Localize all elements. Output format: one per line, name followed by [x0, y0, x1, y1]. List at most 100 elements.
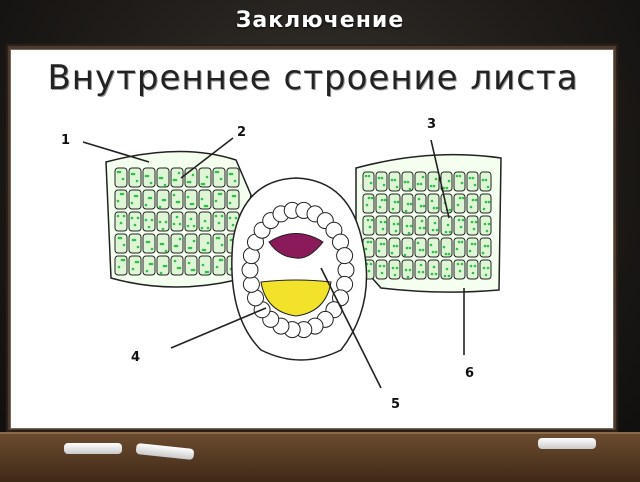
chloroplast	[447, 252, 451, 256]
chloroplast	[172, 222, 176, 226]
chloroplast	[364, 247, 368, 251]
plant-cell	[375, 171, 388, 192]
chloroplast	[116, 214, 120, 218]
plant-cell	[375, 193, 388, 214]
chloroplast	[172, 178, 176, 182]
chloroplast	[396, 200, 400, 204]
chloroplast	[421, 248, 425, 252]
chloroplast	[175, 215, 179, 219]
chloroplast	[191, 202, 195, 206]
chloroplast	[419, 204, 423, 208]
plant-cell	[375, 237, 388, 258]
label-4: 4	[131, 350, 140, 365]
chloroplast	[163, 183, 167, 187]
chloroplast	[135, 179, 139, 183]
chloroplast	[406, 275, 410, 279]
chloroplast	[118, 170, 122, 174]
chloroplast	[394, 229, 398, 233]
chloroplast	[136, 216, 140, 220]
chloroplast	[133, 223, 137, 227]
chloroplast	[234, 216, 238, 220]
plant-cell	[156, 211, 170, 232]
plant-cell	[440, 237, 453, 258]
chloroplast	[365, 203, 369, 207]
chloroplast	[471, 271, 475, 275]
chloroplast	[144, 218, 148, 222]
chloroplast	[145, 240, 149, 244]
chloroplast	[429, 184, 433, 188]
chloroplast	[186, 195, 190, 199]
chloroplast	[201, 263, 205, 267]
plant-cell	[388, 171, 401, 192]
chloroplast	[392, 222, 396, 226]
chloroplast	[175, 244, 179, 248]
chloroplast	[220, 214, 224, 218]
chloroplast	[456, 262, 460, 266]
plant-cell	[479, 171, 492, 192]
slide-title: Заключение	[235, 8, 405, 33]
chloroplast	[130, 216, 134, 220]
chloroplast	[470, 242, 474, 246]
chloroplast	[219, 192, 223, 196]
chloroplast	[200, 197, 204, 201]
plant-cell	[414, 237, 427, 258]
label-6: 6	[465, 366, 474, 381]
chloroplast	[173, 244, 177, 248]
chloroplast	[147, 240, 151, 244]
chloroplast	[434, 177, 438, 181]
chloroplast	[470, 220, 474, 224]
chloroplast	[369, 181, 373, 185]
chloroplast	[447, 179, 451, 183]
chloroplast	[448, 230, 452, 234]
chloroplast	[161, 227, 165, 231]
plant-cell	[114, 255, 128, 276]
chloroplast	[158, 220, 162, 224]
chloroplast	[200, 182, 204, 186]
plant-cell	[453, 259, 466, 280]
chloroplast	[422, 204, 426, 208]
plant-cell	[128, 189, 142, 210]
plant-cell	[114, 211, 128, 232]
chloroplast	[367, 174, 371, 178]
plant-cell	[466, 259, 479, 280]
chloroplast	[435, 206, 439, 210]
chalk-piece	[538, 438, 596, 449]
chloroplast	[409, 224, 413, 228]
plant-cell	[427, 193, 440, 214]
chloroplast	[455, 247, 459, 251]
chloroplast	[173, 259, 177, 263]
chloroplast	[474, 220, 478, 224]
chloroplast	[390, 251, 394, 255]
chloroplast	[178, 237, 182, 241]
chloroplast	[144, 174, 148, 178]
chloroplast	[430, 272, 434, 276]
chloroplast	[133, 194, 137, 198]
chloroplast	[458, 269, 462, 273]
chloroplast	[204, 270, 208, 274]
chloroplast	[122, 243, 126, 247]
plant-cell	[466, 171, 479, 192]
plant-cell	[226, 189, 240, 210]
chloroplast	[393, 273, 397, 277]
chloroplast	[134, 260, 138, 264]
chloroplast	[393, 200, 397, 204]
chloroplast	[161, 198, 165, 202]
chloroplast	[458, 174, 462, 178]
chloroplast	[121, 177, 125, 181]
chloroplast	[418, 248, 422, 252]
chloroplast	[130, 172, 134, 176]
chloroplast	[191, 173, 195, 177]
chloroplast	[160, 176, 164, 180]
chloroplast	[431, 250, 435, 254]
phloem	[260, 279, 332, 317]
chloroplast	[150, 218, 154, 222]
chloroplast	[417, 197, 421, 201]
chloroplast	[202, 182, 206, 186]
plant-cell	[184, 211, 198, 232]
chloroplast	[121, 192, 125, 196]
midrib-cell	[242, 275, 260, 293]
chloroplast	[469, 205, 473, 209]
chloroplast	[469, 264, 473, 268]
chloroplast	[119, 192, 123, 196]
midrib-cell	[336, 247, 354, 265]
